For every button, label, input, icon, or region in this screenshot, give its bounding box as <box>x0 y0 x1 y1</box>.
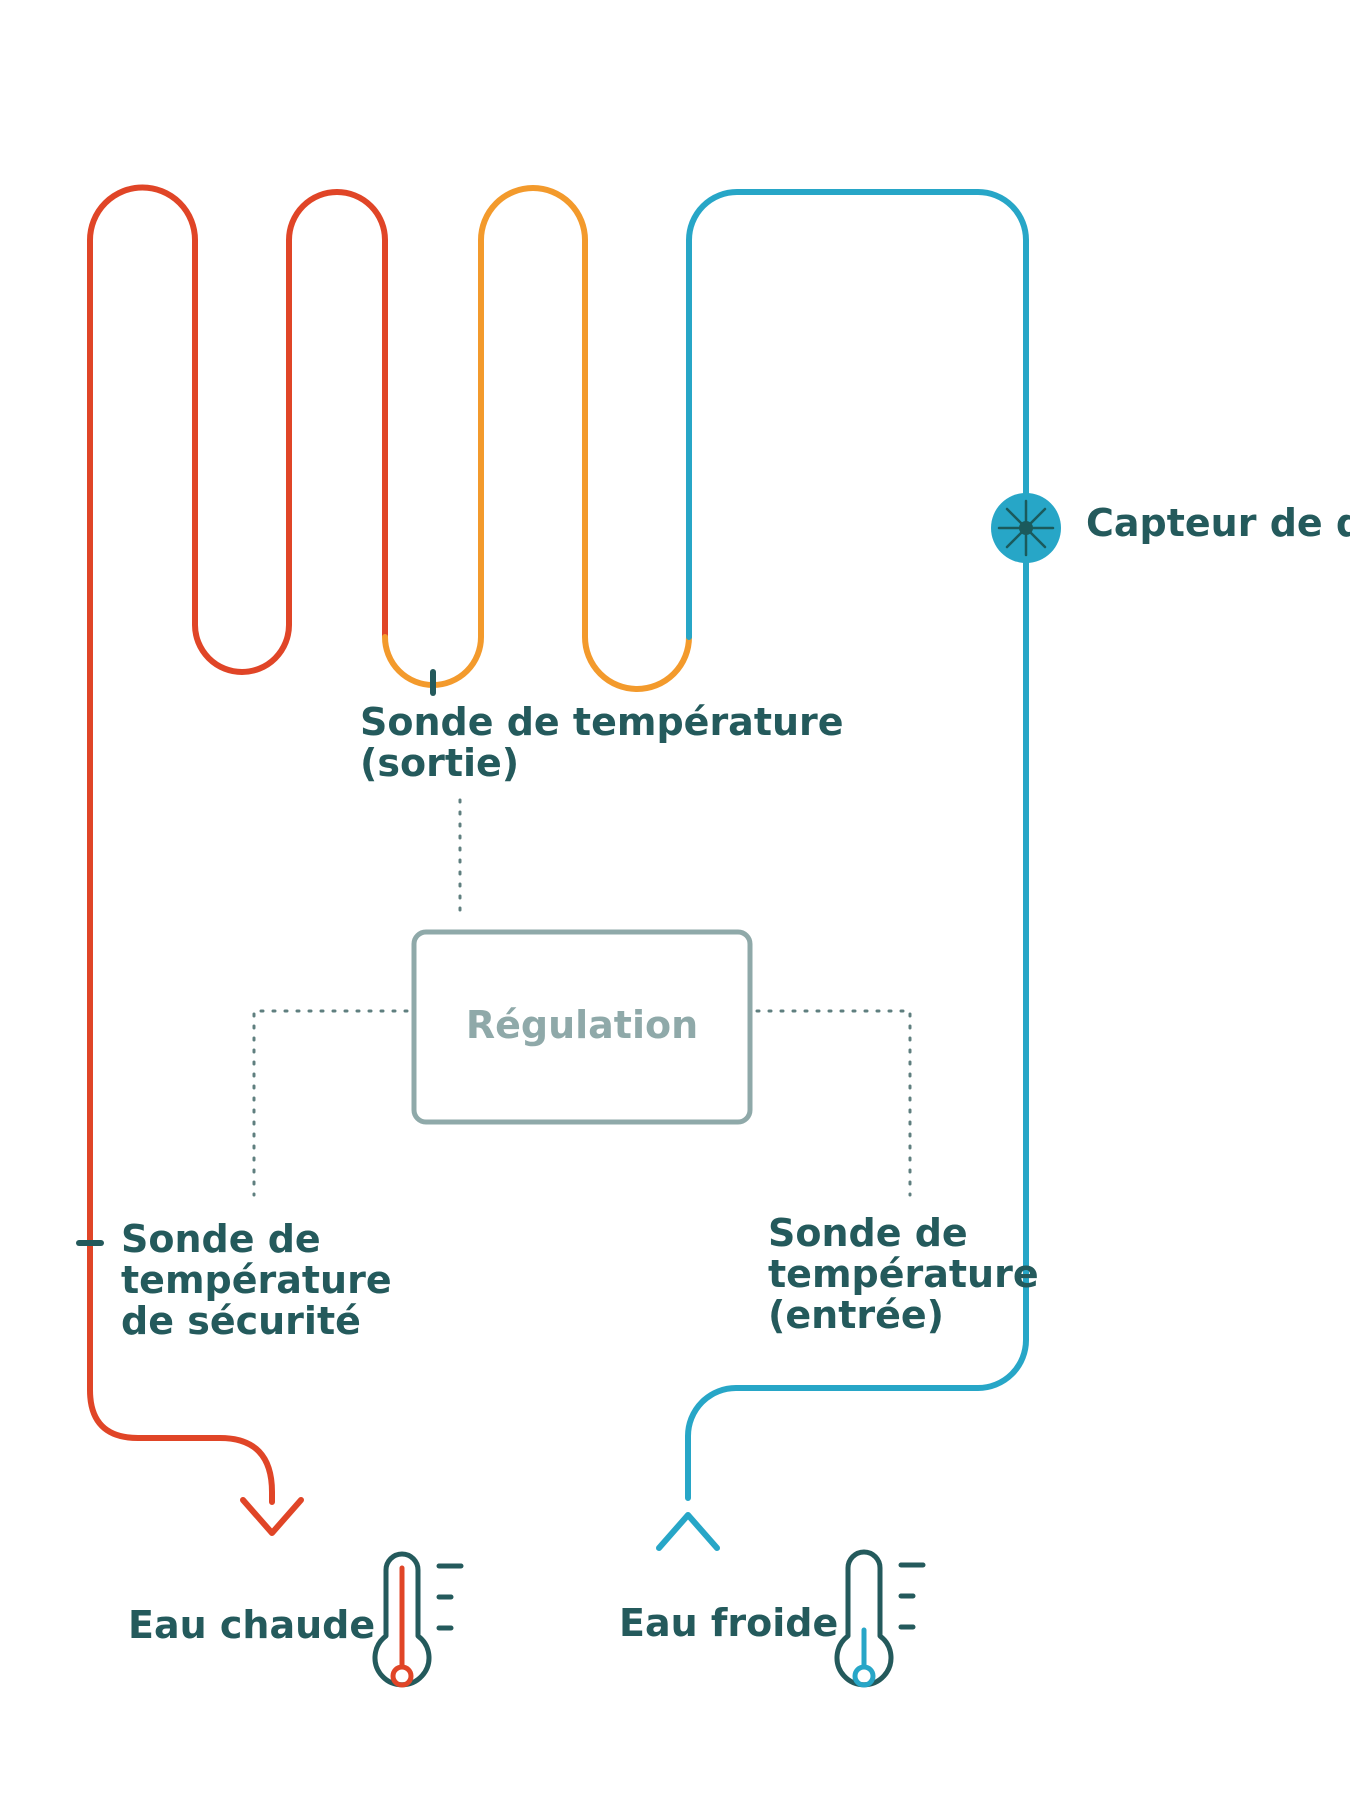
cold-water-pipe <box>685 189 1029 1501</box>
safety-probe-link <box>252 1009 409 1197</box>
flow-sensor-icon <box>991 493 1061 563</box>
safety-probe-label: Sonde de température de sécurité <box>121 1217 405 1343</box>
cold-water-label: Eau froide <box>619 1601 838 1645</box>
thermometer-cold-icon <box>834 1549 926 1688</box>
thermometer-hot-icon <box>372 1551 464 1688</box>
regulation-box <box>411 929 753 1125</box>
arrow-up-icon <box>656 1512 720 1551</box>
warm-water-pipe <box>382 185 692 692</box>
arrow-down-icon <box>240 1497 304 1536</box>
inlet-probe-label: Sonde de température (entrée) <box>768 1211 1052 1337</box>
hot-water-label: Eau chaude <box>128 1603 375 1647</box>
hot-water-pipe <box>87 184 388 1505</box>
regulation-label: Régulation <box>466 1003 698 1047</box>
flow-sensor-label: Capteur de dé <box>1086 501 1350 545</box>
outlet-probe-label: Sonde de température (sortie) <box>360 700 857 785</box>
inlet-probe-link <box>755 1009 912 1197</box>
